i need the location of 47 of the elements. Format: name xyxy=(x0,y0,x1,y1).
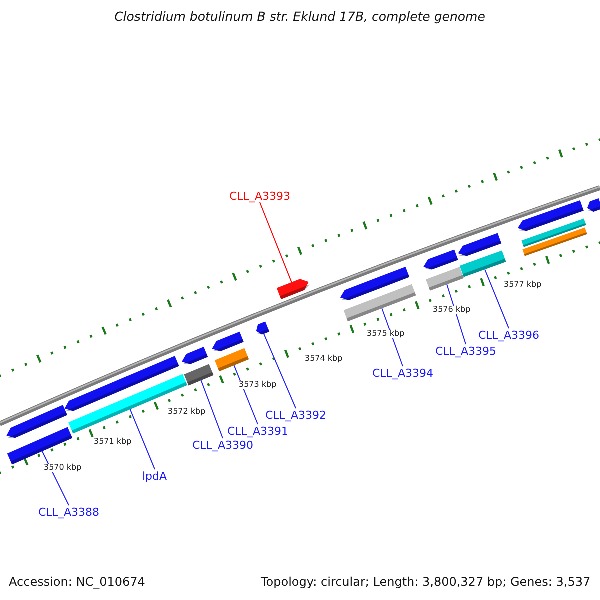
scale-label: 3576 kbp xyxy=(432,306,472,314)
gene-feature xyxy=(587,198,600,212)
scale-label: 3573 kbp xyxy=(238,381,278,389)
gene-feature xyxy=(460,250,506,278)
leader-line xyxy=(42,451,70,506)
gene-label: CLL_A3391 xyxy=(228,426,288,436)
gene-feature xyxy=(68,374,188,434)
gene-feature xyxy=(214,348,250,372)
gene-label: CLL_A3388 xyxy=(38,506,100,518)
scale-label: 3574 kbp xyxy=(304,355,344,363)
leader-line xyxy=(484,269,510,329)
gene-feature xyxy=(184,364,214,386)
gene-label: lpdA xyxy=(142,470,168,482)
scale-label: 3575 kbp xyxy=(366,330,406,338)
gene-feature xyxy=(522,218,586,248)
gene-feature xyxy=(458,233,502,256)
leader-line xyxy=(234,365,258,425)
scale-label: 3572 kbp xyxy=(167,408,207,416)
gene-label: CLL_A3393 xyxy=(230,190,290,202)
gene-feature xyxy=(212,332,244,352)
gene-feature xyxy=(344,284,416,322)
gene-feature xyxy=(182,347,208,364)
gene-label: CLL_A3390 xyxy=(192,440,254,450)
scale-label: 3577 kbp xyxy=(503,281,543,289)
gene-label: CLL_A3396 xyxy=(478,330,540,340)
leader-line xyxy=(382,308,404,367)
gene-feature xyxy=(424,250,458,270)
scale-label: 3571 kbp xyxy=(93,438,133,446)
gene-feature xyxy=(518,200,584,232)
gene-feature xyxy=(522,228,588,256)
leader-line xyxy=(446,284,466,345)
gene-feature xyxy=(7,427,73,465)
gene-feature xyxy=(6,405,68,438)
gene-feature xyxy=(256,322,270,335)
scale-label: 3570 kbp xyxy=(43,464,83,472)
gene-label: CLL_A3392 xyxy=(266,410,326,420)
leader-line xyxy=(200,380,224,439)
diagram-title: Clostridium botulinum B str. Eklund 17B, complete genome xyxy=(114,11,486,24)
footer-text: Topology: circular; Length: 3,800,327 bp; Genes: 3,537 xyxy=(261,576,591,588)
gene-feature xyxy=(426,267,464,291)
gene-label: CLL_A3395 xyxy=(436,346,496,356)
footer-text: Accession: NC_010674 xyxy=(9,576,146,588)
leader-line xyxy=(264,334,296,409)
gene-feature xyxy=(340,267,410,300)
gene-label: CLL_A3394 xyxy=(372,368,434,378)
gene-feature xyxy=(276,279,310,300)
leader-line xyxy=(260,202,292,283)
